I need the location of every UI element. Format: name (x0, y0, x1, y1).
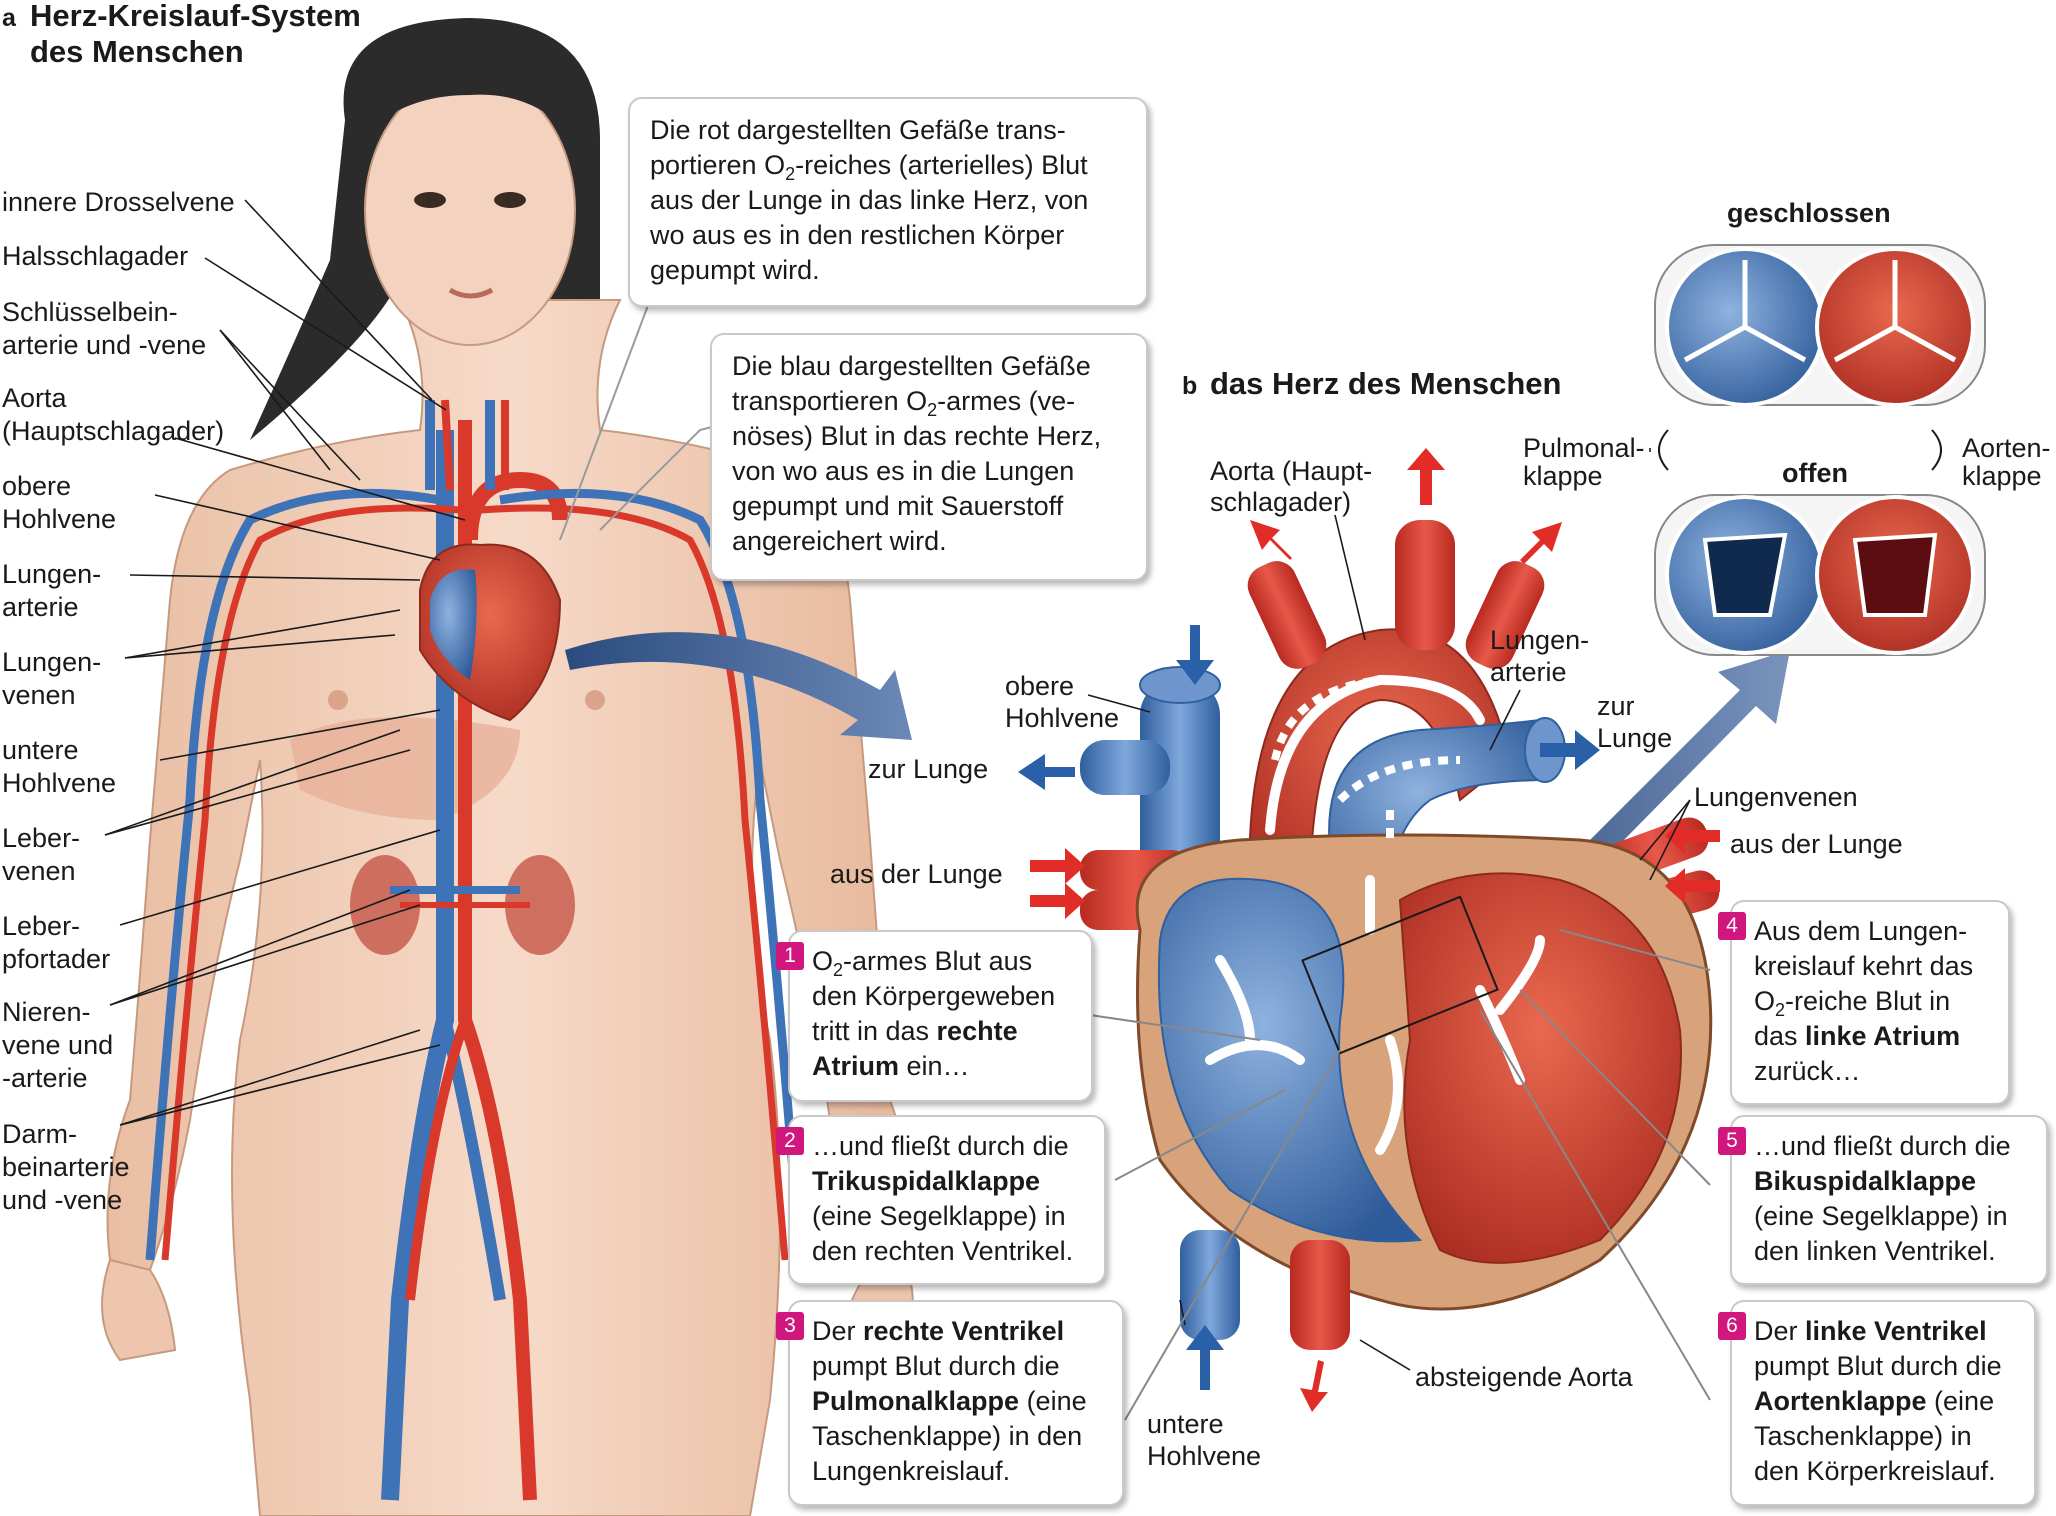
step-2-box: 2 …und fließt durch die Trikuspidalklapp… (776, 1115, 1106, 1285)
label-zur-lunge-right-line2: Lunge (1597, 723, 1673, 753)
step-pointers (1089, 929, 1711, 1421)
label-untere-hohlvene-line2: Hohlvene (1147, 1441, 1262, 1471)
label-darmbein-line2: beinarterie (2, 1152, 130, 1182)
label-untere-hohlvene-line1: untere (2, 735, 79, 765)
label-aorta-line1: Aorta (2, 383, 67, 413)
callout-blue-vessels: Die blau dargestellten Gefäße transporti… (710, 333, 1148, 581)
label-valves-closed: geschlossen (1727, 198, 1891, 228)
step-5-box: 5 …und fließt durch die Bikuspidalklappe… (1718, 1115, 2048, 1285)
callout-red-vessels: Die rot dargestellten Gefäße trans- port… (628, 97, 1148, 307)
label-leberpfortader-line1: Leber- (2, 911, 81, 941)
label-aus-der-lunge-right: aus der Lunge (1730, 829, 1903, 859)
label-lungenarterie-line2: arterie (1490, 657, 1567, 687)
step-3-box: 3 Der rechte Ventrikel pumpt Blut durch … (776, 1300, 1124, 1506)
label-innere-drosselvene: innere Drosselvene (2, 187, 235, 217)
step-number-badge: 2 (776, 1127, 804, 1155)
label-valves-open: offen (1782, 458, 1848, 488)
label-lungenarterie-line1: Lungen- (2, 559, 102, 589)
label-obere-hohlvene-line1: obere (1005, 671, 1075, 701)
label-pulmonalklappe-line1: Pulmonal- (1523, 433, 1645, 463)
step-number-badge: 5 (1718, 1127, 1746, 1155)
label-zur-lunge-left: zur Lunge (868, 754, 989, 784)
panel-a-letter: a (2, 4, 16, 32)
step-number-badge: 4 (1718, 912, 1746, 940)
valve-illustration (1654, 244, 1986, 656)
label-untere-hohlvene-line2: Hohlvene (2, 768, 117, 798)
panel-b-letter: b (1182, 372, 1198, 400)
label-leberpfortader-line2: pfortader (2, 944, 111, 974)
label-lungenvenen: Lungenvenen (1694, 782, 1858, 812)
step-number-badge: 3 (776, 1312, 804, 1340)
label-halsschlagader: Halsschlagader (2, 241, 189, 271)
label-nierenvene-line1: Nieren- (2, 997, 91, 1027)
arrow-to-heart-icon (565, 632, 912, 740)
label-nierenvene-line3: -arterie (2, 1063, 88, 1093)
label-darmbein-line1: Darm- (2, 1119, 77, 1149)
label-lungenvenen-line2: venen (2, 680, 76, 710)
label-obere-hohlvene-line1: obere (2, 471, 72, 501)
label-aorta-line1: Aorta (Haupt- (1210, 456, 1373, 486)
label-lebervenen-line2: venen (2, 856, 76, 886)
label-obere-hohlvene-line2: Hohlvene (2, 504, 117, 534)
step-number-badge: 1 (776, 942, 804, 970)
label-lebervenen-line1: Leber- (2, 823, 81, 853)
panel-a-title-line2: des Menschen (30, 34, 244, 69)
step-number-badge: 6 (1718, 1312, 1746, 1340)
label-darmbein-line3: und -vene (2, 1185, 123, 1215)
label-aortenklappe-line1: Aorten- (1962, 433, 2051, 463)
label-lungenvenen-line1: Lungen- (2, 647, 102, 677)
body-figure (101, 18, 914, 1516)
label-pulmonalklappe-line2: klappe (1523, 461, 1603, 491)
label-aortenklappe-line2: klappe (1962, 461, 2042, 491)
label-aorta-line2: (Hauptschlagader) (2, 416, 225, 446)
label-lungenarterie-line1: Lungen- (1490, 625, 1590, 655)
label-lungenarterie-line2: arterie (2, 592, 79, 622)
label-schluesselbein-line1: Schlüsselbein- (2, 297, 178, 327)
step-4-box: 4 Aus dem Lungen- kreislauf kehrt das O2… (1718, 900, 2010, 1105)
heart-flow-arrows (1018, 448, 1720, 1412)
heart-illustration (1080, 520, 1720, 1350)
label-aorta-line2: schlagader) (1210, 487, 1352, 517)
label-schluesselbein-line2: arterie und -vene (2, 330, 207, 360)
label-absteigende-aorta: absteigende Aorta (1415, 1362, 1633, 1392)
step-1-box: 1 O2-armes Blut aus den Körpergeweben tr… (776, 930, 1093, 1102)
label-nierenvene-line2: vene und (2, 1030, 114, 1060)
label-zur-lunge-right-line1: zur (1597, 691, 1635, 721)
label-obere-hohlvene-line2: Hohlvene (1005, 703, 1120, 733)
panel-b-leaders (1087, 429, 1942, 1371)
step-6-box: 6 Der linke Ventrikel pumpt Blut durch d… (1718, 1300, 2036, 1506)
label-aus-der-lunge-left: aus der Lunge (830, 859, 1003, 889)
label-untere-hohlvene-line1: untere (1147, 1409, 1224, 1439)
